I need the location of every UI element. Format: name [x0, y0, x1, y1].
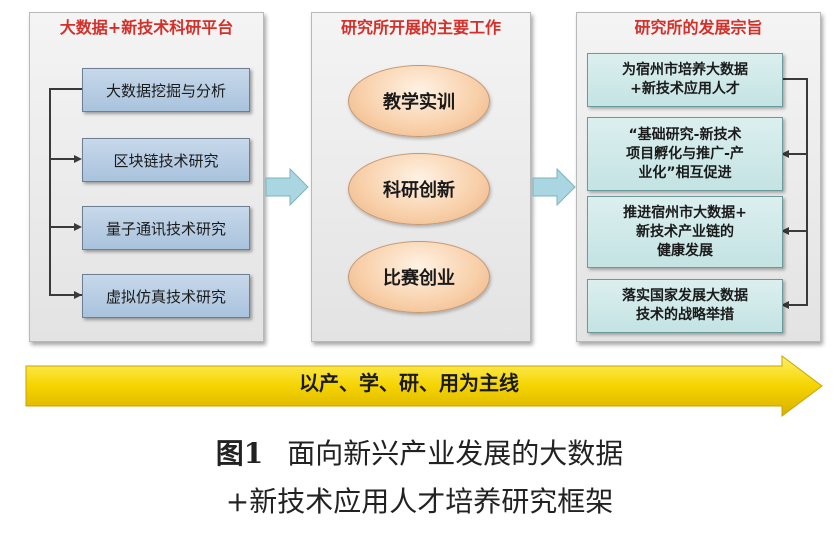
- goal-item-line: 新技术产业链的: [635, 223, 734, 240]
- goal-item-line: 健康发展: [656, 242, 713, 259]
- figure-caption-text: 面向新兴产业发展的大数据: [287, 437, 624, 470]
- goal-item-line: 推进宿州市大数据+: [623, 204, 747, 221]
- goal-item-industry-chain: 推进宿州市大数据+ 新技术产业链的 健康发展: [587, 196, 783, 268]
- goal-item-line: “基础研究-新技术: [628, 126, 742, 143]
- flow-arrow-right-1: [265, 167, 309, 207]
- development-goals-panel: 研究所的发展宗旨 为宿州市培养大数据 +新技术应用人才 “基础研究-新技术 项目…: [576, 12, 821, 342]
- figure-caption-line1: 图1 面向新兴产业发展的大数据: [0, 432, 839, 472]
- tech-item-big-data-mining: 大数据挖掘与分析: [82, 68, 250, 112]
- tech-item-virtual-simulation: 虚拟仿真技术研究: [82, 274, 250, 318]
- work-item-research-innovation: 科研创新: [348, 153, 490, 225]
- goal-item-line: +新技术应用人才: [630, 81, 740, 97]
- main-line-arrow: [25, 355, 823, 417]
- research-platform-panel: 大数据+新技术科研平台 大数据挖掘与分析 区块链技术研究 量子通讯技术研究 虚拟…: [29, 12, 264, 342]
- platform-connector-lines: [49, 88, 82, 299]
- goal-item-line: 业化”相互促进: [638, 164, 732, 181]
- flow-arrow-right-2: [532, 167, 576, 207]
- work-item-teaching-training: 教学实训: [348, 65, 490, 137]
- goal-item-research-incubation: “基础研究-新技术 项目孵化与推广-产 业化”相互促进: [587, 117, 783, 191]
- goal-item-national-strategy: 落实国家发展大数据 技术的战略举措: [587, 279, 783, 333]
- tech-item-quantum-communication: 量子通讯技术研究: [82, 206, 250, 250]
- figure-caption-line2: +新技术应用人才培养研究框架: [225, 485, 614, 518]
- tech-item-blockchain: 区块链技术研究: [82, 138, 250, 182]
- goal-item-line: 为宿州市培养大数据: [622, 62, 748, 78]
- development-goals-title: 研究所的发展宗旨: [634, 18, 763, 37]
- goals-connector-lines: [781, 78, 808, 309]
- goal-item-cultivate-talent: 为宿州市培养大数据 +新技术应用人才: [587, 53, 783, 107]
- research-platform-title: 大数据+新技术科研平台: [59, 18, 234, 37]
- main-work-panel: 研究所开展的主要工作 教学实训 科研创新 比赛创业: [311, 12, 531, 342]
- goal-item-line: 技术的战略举措: [636, 307, 734, 323]
- figure-number: 图1: [215, 437, 264, 470]
- main-line-label: 以产、学、研、用为主线: [299, 371, 519, 395]
- goal-item-line: 落实国家发展大数据: [622, 288, 748, 304]
- main-work-title: 研究所开展的主要工作: [340, 18, 501, 37]
- goal-item-line: 项目孵化与推广-产: [626, 145, 744, 162]
- work-item-competition-entrepreneurship: 比赛创业: [348, 241, 490, 313]
